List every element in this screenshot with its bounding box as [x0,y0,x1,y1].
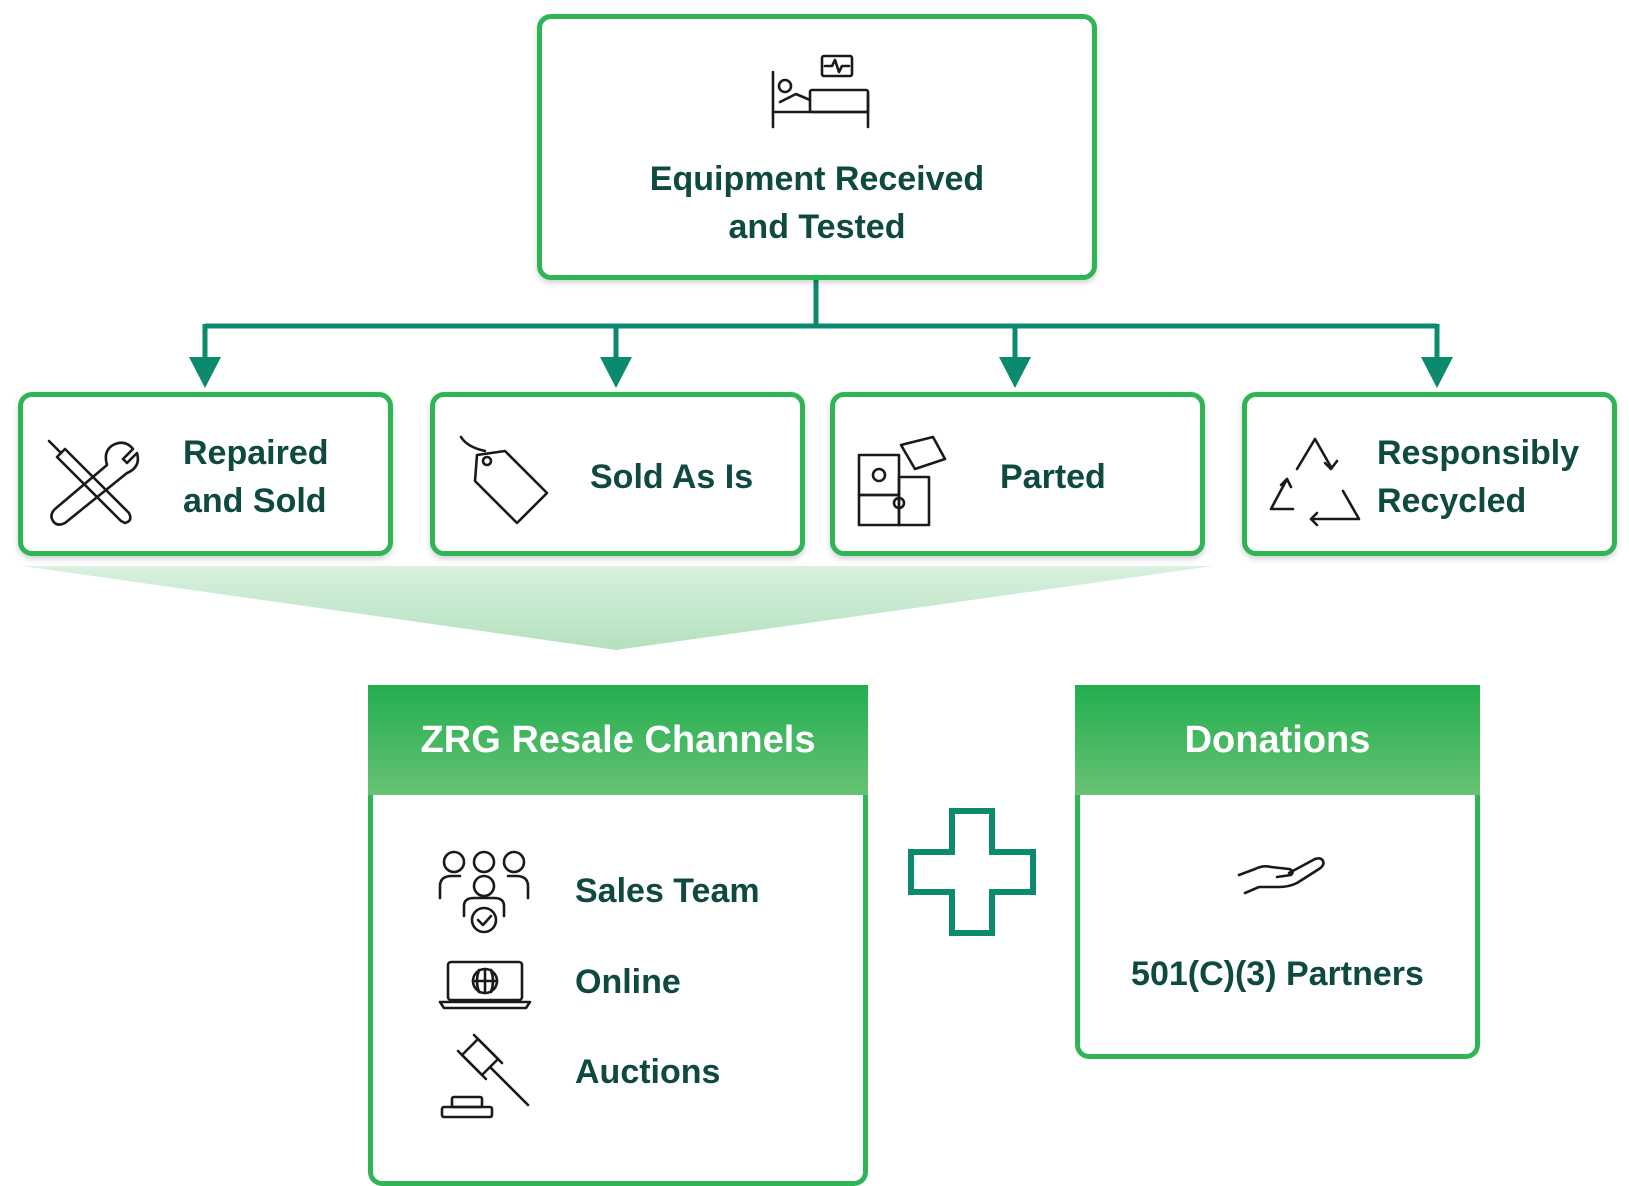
branch-recycled-line2: Recycled [1377,482,1527,520]
top-node: Equipment Received and Tested [537,14,1097,280]
top-node-line1: Equipment Received [649,160,985,198]
branch-parted: Parted [830,392,1205,556]
channel-sales-team-label: Sales Team [575,872,760,910]
donations-title: Donations [1075,685,1480,795]
channel-auctions-label: Auctions [575,1053,721,1091]
donations-partners-label: 501(C)(3) Partners [1131,955,1424,993]
funnel-shape [22,566,1213,650]
open-hand-icon [1237,857,1325,895]
donations-panel: Donations 501(C)(3) Partners [1075,685,1480,1059]
branch-sold-as-is: Sold As Is [430,392,805,556]
recycle-icon [1269,437,1361,527]
hospital-bed-icon [771,54,870,129]
branch-parted-label: Parted [1000,458,1106,496]
laptop-globe-icon [438,960,532,1010]
arrow-head [600,357,632,388]
branch-recycled-line1: Responsibly [1377,434,1580,472]
arrow-head [189,357,221,388]
plus-icon [908,808,1036,936]
arrow-head [999,357,1031,388]
branch-sold-as-is-label: Sold As Is [590,458,754,496]
branch-recycled: Responsibly Recycled [1242,392,1617,556]
team-check-icon [438,850,530,934]
branch-repaired-sold: Repaired and Sold [18,392,393,556]
channel-online-label: Online [575,963,681,1001]
branch-repaired-line1: Repaired [183,434,329,472]
price-tag-icon [459,435,549,525]
resale-channels-title: ZRG Resale Channels [368,685,868,795]
puzzle-icon [857,435,947,527]
branch-repaired-line2: and Sold [183,482,327,520]
top-node-line2: and Tested [728,208,906,246]
resale-channels-panel: ZRG Resale Channels Sales Team Online Au… [368,685,868,1186]
arrow-head [1421,357,1453,388]
tools-icon [47,439,140,526]
gavel-icon [440,1033,530,1119]
